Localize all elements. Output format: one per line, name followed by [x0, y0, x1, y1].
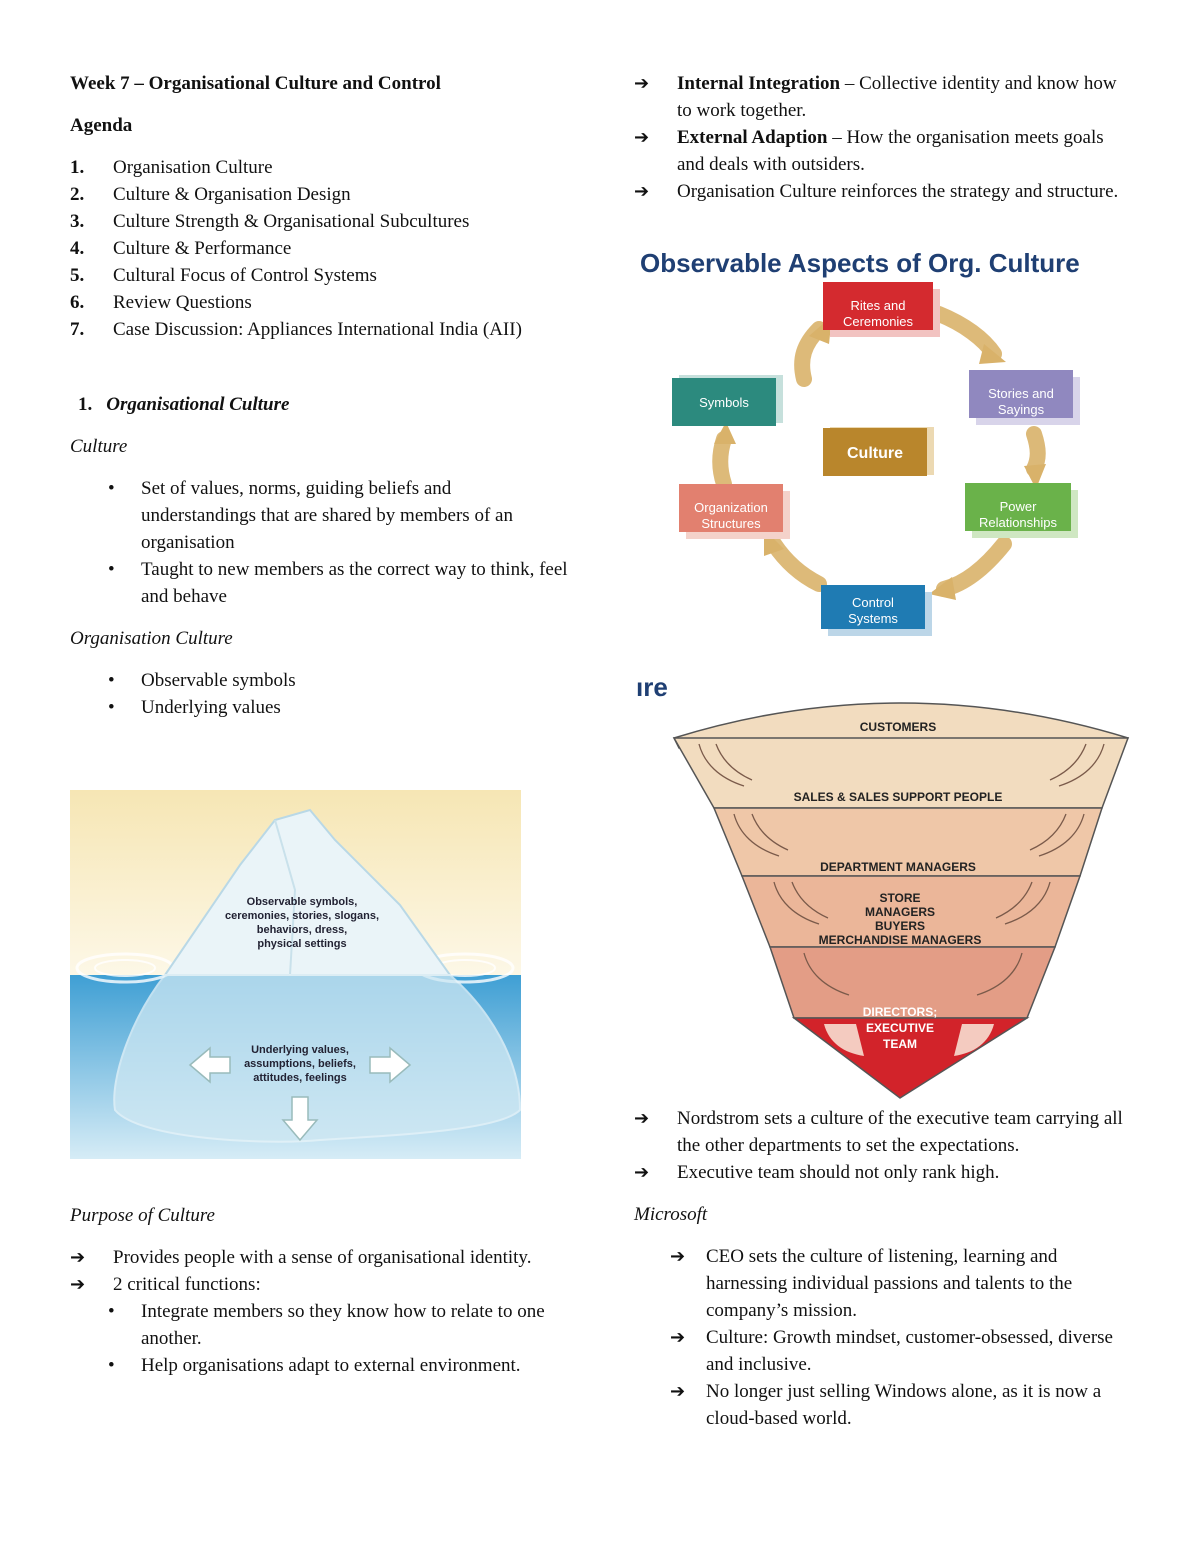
layer-label: BUYERS [875, 919, 925, 933]
nordstrom-list: ➔Nordstrom sets a culture of the executi… [634, 1105, 1134, 1186]
agenda-item: 3.Culture Strength & Organisational Subc… [70, 211, 470, 232]
culture-bullets: Set of values, norms, guiding beliefs an… [70, 475, 570, 610]
iceberg-figure: Observable symbols, ceremonies, stories,… [70, 790, 522, 1159]
structures-box [679, 484, 783, 532]
box-label: Systems [848, 611, 898, 626]
layer-label: EXECUTIVE [866, 1021, 934, 1035]
center-label: Culture [847, 445, 903, 462]
microsoft-list: ➔CEO sets the culture of listening, lear… [634, 1243, 1134, 1432]
list-item: ➔Internal Integration – Collective ident… [634, 73, 1117, 121]
list-item: Taught to new members as the correct way… [70, 556, 570, 610]
layer-label: MERCHANDISE MANAGERS [819, 933, 982, 947]
box-label: Relationships [979, 515, 1058, 530]
layer-label: TEAM [883, 1037, 917, 1051]
list-item: Set of values, norms, guiding beliefs an… [70, 475, 570, 556]
iceberg-above-line: physical settings [257, 938, 346, 950]
box-label: Symbols [699, 395, 749, 410]
layer-label: MANAGERS [865, 905, 935, 919]
rites-box [823, 282, 933, 330]
list-item: Integrate members so they know how to re… [70, 1298, 570, 1352]
iceberg-above-line: ceremonies, stories, slogans, [225, 910, 379, 922]
layer-label: SALES & SALES SUPPORT PEOPLE [794, 790, 1003, 804]
box-label: Rites and [851, 298, 906, 313]
microsoft-label: Microsoft [634, 1204, 708, 1225]
list-item: ➔Provides people with a sense of organis… [70, 1247, 532, 1268]
list-item: Help organisations adapt to external env… [70, 1352, 570, 1379]
section-heading: 1.Organisational Culture [78, 394, 290, 415]
layer-label: DEPARTMENT MANAGERS [820, 860, 976, 874]
diagram-title: Observable Aspects of Org. Culture [640, 248, 1080, 278]
purpose-section: Purpose of Culture ➔Provides people with… [70, 1202, 570, 1379]
box-label: Structures [701, 516, 761, 531]
control-box [821, 585, 925, 629]
agenda-heading: Agenda [70, 115, 133, 136]
box-label: Organization [694, 500, 768, 515]
box-label: Sayings [998, 402, 1045, 417]
document-title: Week 7 – Organisational Culture and Cont… [70, 73, 441, 94]
purpose-sub-list: Integrate members so they know how to re… [70, 1298, 570, 1379]
left-column: Week 7 – Organisational Culture and Cont… [70, 70, 570, 721]
list-item: ➔Organisation Culture reinforces the str… [634, 181, 1119, 202]
box-label: Power [1000, 499, 1038, 514]
list-item: ➔Nordstrom sets a culture of the executi… [634, 1108, 1123, 1156]
agenda-item: 1.Organisation Culture [70, 157, 273, 178]
org-culture-label: Organisation Culture [70, 628, 233, 649]
purpose-list: ➔Provides people with a sense of organis… [70, 1244, 570, 1298]
stories-box [969, 370, 1073, 418]
list-item: Underlying values [70, 694, 570, 721]
culture-center-box [823, 428, 927, 476]
list-item: ➔Executive team should not only rank hig… [634, 1162, 1000, 1183]
list-item: ➔CEO sets the culture of listening, lear… [670, 1246, 1073, 1321]
list-item: ➔No longer just selling Windows alone, a… [670, 1381, 1102, 1429]
cropped-heading: ıre [636, 672, 668, 702]
power-box [965, 483, 1071, 531]
list-item: ➔External Adaption – How the organisatio… [634, 127, 1104, 175]
agenda-item: 5.Cultural Focus of Control Systems [70, 265, 377, 286]
iceberg-above-line: behaviors, dress, [257, 924, 348, 936]
integration-list: ➔Internal Integration – Collective ident… [634, 70, 1134, 205]
agenda-item: 7.Case Discussion: Appliances Internatio… [70, 319, 522, 340]
list-item: ➔Culture: Growth mindset, customer-obses… [670, 1327, 1113, 1375]
culture-label: Culture [70, 436, 128, 457]
iceberg-below-line: attitudes, feelings [253, 1072, 347, 1084]
symbols-box [672, 378, 776, 426]
layer-label: CUSTOMERS [860, 720, 936, 734]
agenda-item: 6.Review Questions [70, 292, 252, 313]
box-label: Ceremonies [843, 314, 914, 329]
list-item: ➔2 critical functions: [70, 1274, 261, 1295]
org-culture-bullets: Observable symbols Underlying values [70, 667, 570, 721]
culture-cycle-diagram: Observable Aspects of Org. Culture Rites… [634, 244, 1134, 640]
box-label: Control [852, 595, 894, 610]
agenda-list: 1.Organisation Culture 2.Culture & Organ… [70, 154, 570, 343]
nordstrom-section: ➔Nordstrom sets a culture of the executi… [634, 1105, 1134, 1432]
iceberg-above-line: Observable symbols, [247, 896, 358, 908]
right-column: ➔Internal Integration – Collective ident… [634, 70, 1134, 205]
iceberg-below-line: Underlying values, [251, 1044, 349, 1056]
purpose-label: Purpose of Culture [70, 1205, 215, 1226]
inverted-pyramid-diagram: ıre CUSTOMERS SALES & SALES SUPPORT PEOP… [634, 668, 1134, 1102]
box-label: Stories and [988, 386, 1054, 401]
layer-label: STORE [879, 891, 920, 905]
layer-label: DIRECTORS; [863, 1005, 937, 1019]
agenda-item: 4.Culture & Performance [70, 238, 292, 259]
agenda-item: 2.Culture & Organisation Design [70, 184, 351, 205]
iceberg-below-line: assumptions, beliefs, [244, 1058, 356, 1070]
list-item: Observable symbols [70, 667, 570, 694]
